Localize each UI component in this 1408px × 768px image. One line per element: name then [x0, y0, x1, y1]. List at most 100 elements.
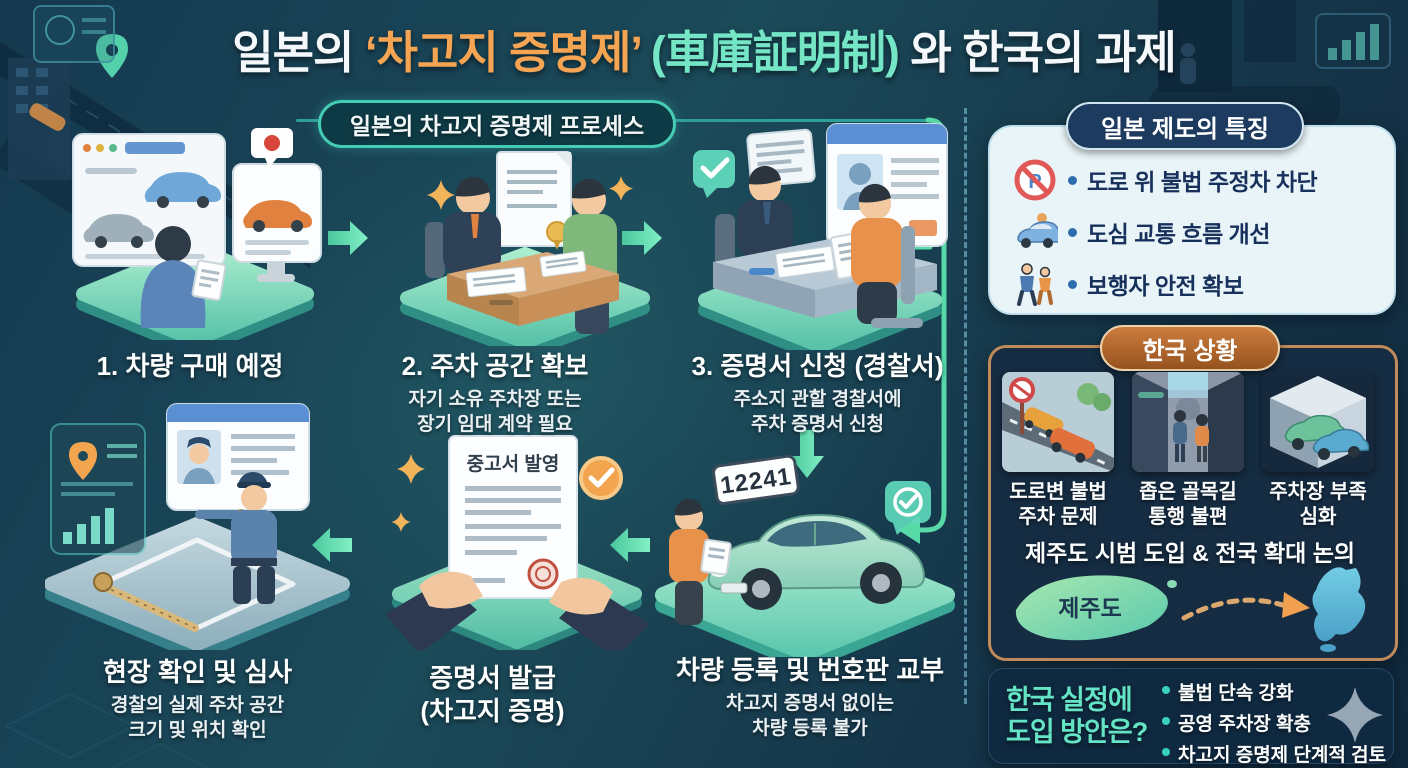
pill-line-right	[668, 119, 930, 122]
illustration-police-application	[693, 123, 948, 350]
person-agent	[425, 176, 501, 278]
plan-item-2: 공영 주차장 확충	[1162, 709, 1352, 736]
title-highlight: ‘차고지 증명제’	[364, 27, 642, 78]
step1-title: 1. 차량 구매 예정	[96, 351, 284, 381]
street-parking-thumbnail	[1002, 372, 1114, 472]
step6-subtitle: 경찰의 실제 주차 공간 크기 및 위치 확인	[110, 694, 285, 741]
sparkle-star-icon	[1327, 687, 1383, 743]
person-browsing	[140, 226, 227, 328]
japan-features-badge: 일본 제도의 특징	[1066, 102, 1304, 150]
narrow-alley-thumbnail	[1132, 372, 1244, 472]
korea-plan-title: 한국 실정에 도입 방안은?	[1006, 685, 1148, 748]
japan-flag-icon	[251, 128, 293, 168]
check-badge-icon	[579, 456, 623, 500]
korea-plan-items: 불법 단속 강화 공영 주차장 확충 차고지 증명제 단계적 검토	[1162, 678, 1386, 768]
monitor-panel	[232, 163, 322, 282]
japan-feature-item-1: P 도로 위 불법 주정차 차단	[1012, 155, 1382, 205]
person-officer	[715, 165, 793, 266]
japan-features-panel	[988, 125, 1396, 315]
bar-chart-icon	[63, 508, 114, 544]
pill-line-left	[296, 119, 320, 122]
car-listing-gray	[83, 214, 154, 242]
step1-label: 1. 차량 구매 예정	[40, 350, 340, 383]
jeju-island-label: 제주도	[1058, 595, 1121, 621]
title-prefix: 일본의	[232, 27, 365, 78]
step5-title-line2: (차고지 증명)	[420, 695, 565, 726]
illustration-certificate: 중고서 발영	[385, 435, 650, 650]
section-divider	[964, 108, 967, 704]
title-hanja: (車庫証明制)	[640, 27, 911, 78]
sparkle-icon	[427, 176, 633, 210]
plan-item-1: 불법 단속 강화	[1162, 678, 1352, 705]
step3-subtitle: 주소지 관할 경찰서에 주차 증명서 신청	[733, 388, 902, 435]
step5-title: 증명서 발급	[429, 663, 556, 693]
parking-garage-thumbnail	[1262, 372, 1374, 472]
decor-bar-chart-icon	[1328, 24, 1379, 60]
illustration-site-inspection	[45, 403, 350, 650]
step6-label: 현장 확인 및 심사 경찰의 실제 주차 공간 크기 및 위치 확인	[40, 656, 355, 743]
registered-car	[707, 513, 925, 610]
desk	[447, 250, 619, 326]
bullet-dot	[1068, 279, 1077, 289]
bullet-dot	[1068, 227, 1077, 237]
korea-peninsula	[1312, 567, 1366, 652]
decor-orange-car	[29, 103, 66, 131]
decor-person	[1180, 43, 1196, 84]
step2-label: 2. 주차 공간 확보 자기 소유 주차장 또는 장기 임대 계약 필요	[345, 350, 645, 437]
certificate-title: 중고서 발영	[467, 453, 560, 475]
expansion-arrow	[1181, 592, 1310, 621]
korea-situation-badge: 한국 상황	[1100, 325, 1280, 371]
bullet-dot	[1162, 686, 1170, 694]
step2-title: 2. 주차 공간 확보	[401, 351, 589, 381]
pedestrian-orange	[1195, 414, 1209, 462]
process-badge: 일본의 차고지 증명제 프로세스	[318, 100, 676, 148]
check-bubble-icon	[885, 481, 931, 535]
bullet-dot	[1162, 717, 1170, 725]
step4-subtitle: 차고지 증명서 없이는 차량 등록 불가	[726, 692, 894, 739]
bullet-dot	[1162, 748, 1170, 756]
no-parking-icon: P	[1014, 159, 1056, 201]
person-police-officer	[195, 471, 277, 604]
step5-label: 증명서 발급 (차고지 증명)	[360, 662, 625, 727]
step4-title: 차량 등록 및 번호판 교부	[675, 655, 945, 685]
hands	[385, 571, 650, 650]
license-plate-sign: 12241	[712, 454, 800, 505]
step2-subtitle: 자기 소유 주차장 또는 장기 임대 계약 필요	[408, 388, 582, 435]
certificate-document: 중고서 발영	[448, 435, 578, 599]
jeju-headline: 제주도 시범 도입 & 전국 확대 논의	[1024, 540, 1356, 566]
step3-label: 3. 증명서 신청 (경찰서) 주소지 관할 경찰서에 주차 증명서 신청	[660, 350, 975, 437]
contract-document	[496, 151, 572, 250]
korea-plan-panel	[988, 668, 1394, 764]
red-seal-icon	[527, 558, 559, 590]
japan-feature-item-2: 도심 교통 흐름 개선	[1012, 207, 1382, 257]
plan-item-3: 차고지 증명제 단계적 검토	[1162, 740, 1386, 767]
japan-feature-item-3: 보행자 안전 확보	[1012, 259, 1382, 309]
japan-feature-text: 도로 위 불법 주정차 차단	[1087, 169, 1318, 195]
browser-panel	[72, 133, 226, 267]
check-bubble-icon	[693, 150, 735, 198]
narrow-alley-label: 좁은 골목길 통행 불편	[1139, 481, 1237, 528]
officer-profile-panel	[166, 403, 310, 511]
jeju-map-graphic: 제주도	[1015, 567, 1366, 652]
street-parking-label: 도로변 불법 주차 문제	[1009, 481, 1107, 528]
car-listing-blue	[144, 172, 221, 202]
illustration-contract-signing	[400, 151, 650, 346]
step4-label: 차량 등록 및 번호판 교부 차고지 증명서 없이는 차량 등록 불가	[650, 654, 970, 741]
japan-feature-text: 도심 교통 흐름 개선	[1087, 221, 1270, 247]
step6-title: 현장 확인 및 심사	[102, 657, 293, 687]
bullet-dot	[1068, 175, 1077, 185]
sparkle-icon	[391, 454, 425, 532]
person-applicant	[830, 183, 923, 328]
jeju-island: 제주도	[1015, 575, 1177, 641]
parking-garage-label: 주차장 부족 심화	[1269, 481, 1367, 528]
japan-feature-text: 보행자 안전 확보	[1087, 273, 1244, 299]
title-suffix: 와 한국의 과제	[910, 27, 1176, 78]
illustration-car-registration: 12241	[655, 454, 955, 657]
pedestrian-blue	[1173, 410, 1187, 462]
pedestrians-icon	[1017, 263, 1053, 306]
car-icon	[1017, 213, 1058, 248]
person-registrant	[669, 498, 732, 625]
blue-car	[1312, 428, 1370, 460]
step3-title: 3. 증명서 신청 (경찰서)	[691, 351, 944, 381]
